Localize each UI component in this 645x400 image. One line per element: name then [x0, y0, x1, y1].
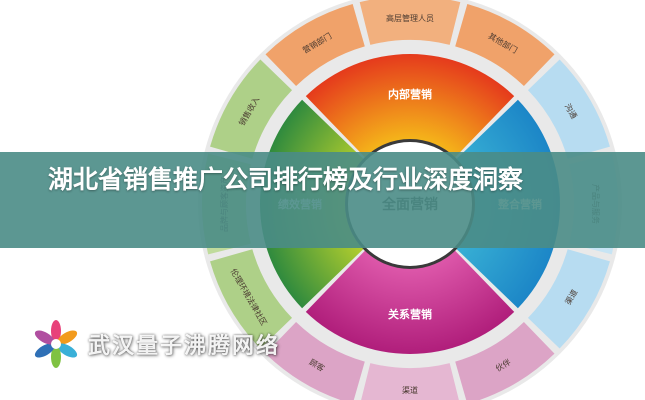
watermark: 武汉量子沸腾网络 — [30, 318, 320, 368]
flower-logo-icon — [34, 320, 78, 368]
outer-label-0-1: 高层管理人员 — [386, 13, 434, 23]
outer-segment-0-0 — [265, 4, 365, 87]
outer-segment-3-2 — [210, 59, 293, 159]
outer-segment-0-2 — [455, 4, 555, 87]
title-banner: 湖北省销售推广公司排行榜及行业深度洞察 — [0, 152, 645, 248]
outer-segment-2-2 — [265, 321, 365, 400]
outer-segment-3-0 — [210, 249, 293, 349]
outer-segment-0-1 — [359, 0, 461, 45]
quadrant-2 — [305, 248, 515, 354]
outer-segment-1-2 — [527, 249, 610, 349]
outer-segment-2-0 — [455, 321, 555, 400]
quadrant-0 — [305, 54, 515, 160]
outer-segment-1-0 — [527, 59, 610, 159]
outer-segment-2-1 — [361, 363, 459, 400]
watermark-text: 武汉量子沸腾网络 — [88, 334, 281, 359]
outer-label-2-1: 渠道 — [402, 385, 418, 395]
quadrant-label-2: 关系营销 — [388, 307, 432, 321]
quadrant-label-0: 内部营销 — [388, 87, 432, 101]
banner-title: 湖北省销售推广公司排行榜及行业深度洞察 — [48, 165, 524, 194]
